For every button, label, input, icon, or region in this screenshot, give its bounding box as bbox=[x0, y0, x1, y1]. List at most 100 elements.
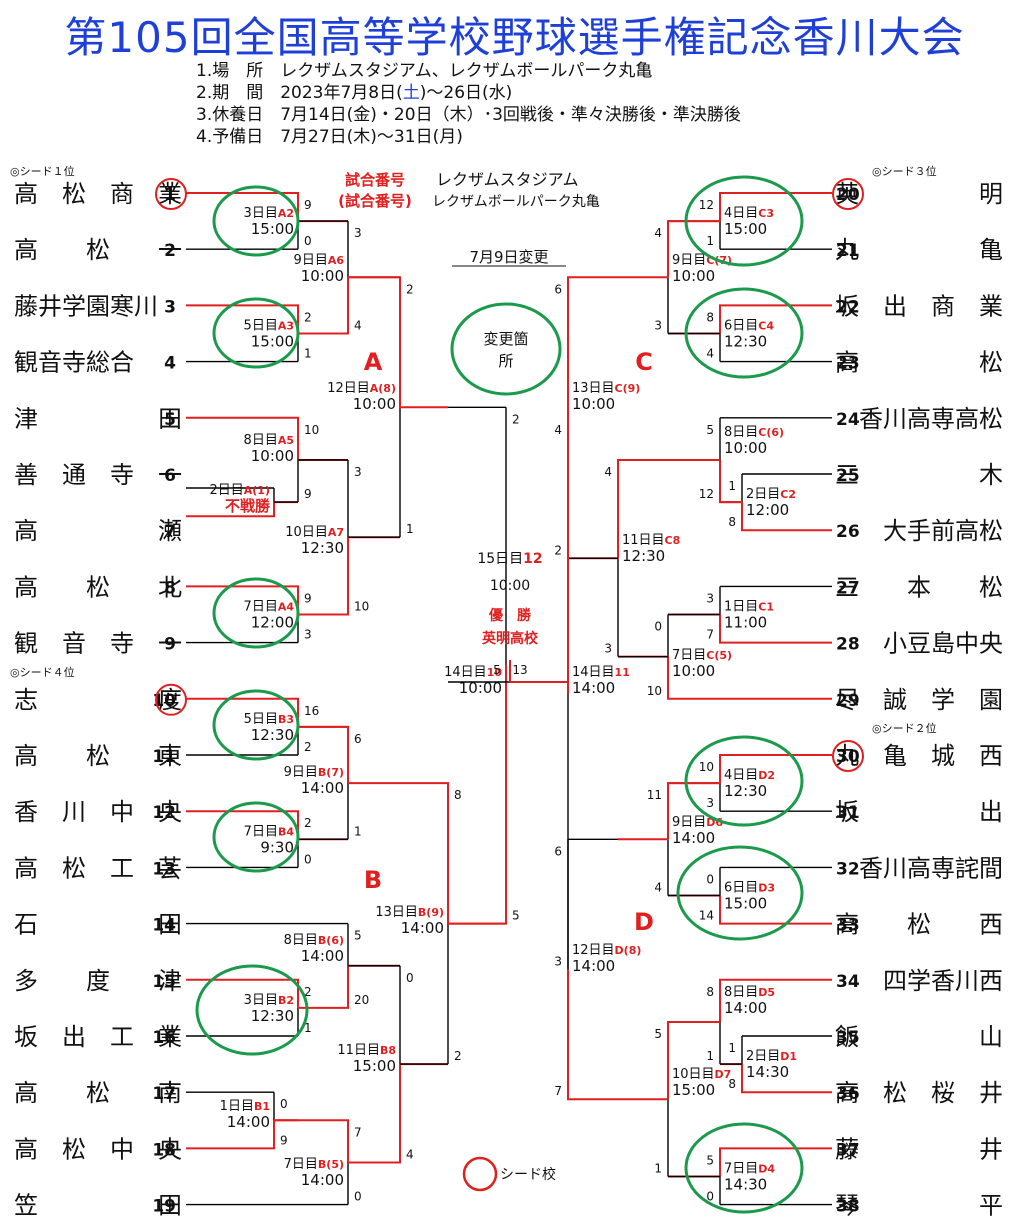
game-score: 0 bbox=[706, 872, 714, 886]
team-name: 高 松 南 bbox=[14, 1079, 182, 1107]
game-day: 6日目C4 bbox=[724, 319, 774, 334]
team-name: 石 田 bbox=[14, 911, 182, 939]
game-time: 12:30 bbox=[301, 539, 344, 557]
team-number: 25 bbox=[836, 466, 860, 486]
team-name: 香川高専詫間 bbox=[859, 854, 1003, 882]
game-day: 2日目C2 bbox=[746, 487, 796, 502]
game-score: 0 bbox=[280, 1097, 288, 1111]
game-score: 8 bbox=[728, 1077, 736, 1091]
team-number: 35 bbox=[836, 1028, 860, 1048]
game-score: 2 bbox=[304, 816, 312, 830]
bracket-line bbox=[274, 1119, 349, 1163]
game-score: 2 bbox=[304, 740, 312, 754]
game-score: 4 bbox=[654, 881, 662, 895]
seed-label: ◎シード１位 bbox=[10, 164, 75, 178]
info-rest-days: 3.休養日 7月14日(金)・20日（木）･3回戦後・準々決勝後・準決勝後 bbox=[196, 105, 741, 125]
game-score: 2 bbox=[554, 543, 562, 557]
team-number: 12 bbox=[152, 803, 176, 823]
team-number: 38 bbox=[836, 1197, 860, 1217]
bracket-line bbox=[741, 1064, 832, 1094]
game-time: 12:30 bbox=[724, 782, 767, 800]
seed-legend-circle bbox=[462, 1156, 498, 1192]
game-score: 1 bbox=[728, 1041, 736, 1055]
bracket-line bbox=[741, 502, 832, 532]
team-name: 高 松 工 芸 bbox=[14, 854, 182, 882]
result-highlight-circle bbox=[212, 801, 300, 873]
team-number: 6 bbox=[164, 466, 176, 486]
game-time: 10:00 bbox=[459, 679, 502, 697]
team-name: 坂 出 工 業 bbox=[14, 1023, 182, 1051]
team-number: 17 bbox=[152, 1084, 176, 1104]
game-score: 4 bbox=[406, 1147, 414, 1161]
game-score: 9 bbox=[280, 1133, 288, 1147]
bracket-line bbox=[298, 965, 349, 1009]
game-day: 14日目10 bbox=[444, 665, 502, 680]
game-score: 8 bbox=[728, 515, 736, 529]
result-highlight-circle bbox=[212, 577, 300, 649]
bracket-line bbox=[400, 782, 449, 924]
team-number: 19 bbox=[152, 1197, 176, 1217]
team-number: 30 bbox=[836, 747, 860, 767]
result-highlight-circle bbox=[684, 175, 804, 267]
bracket-line bbox=[719, 192, 832, 222]
team-number: 2 bbox=[164, 241, 176, 261]
bracket-line bbox=[298, 277, 349, 335]
team-number: 28 bbox=[836, 635, 860, 655]
game-time: 14:00 bbox=[724, 999, 767, 1017]
bracket-line bbox=[617, 458, 668, 559]
game-score: 0 bbox=[304, 234, 312, 248]
game-time: 不戦勝 bbox=[225, 497, 271, 515]
game-score: 11 bbox=[647, 788, 662, 802]
game-day: 4日目D2 bbox=[724, 768, 775, 783]
game-score: 1 bbox=[406, 522, 414, 536]
tournament-info: 1.場 所 レクザムスタジアム、レクザムボールパーク丸亀 2.期 間 2023年… bbox=[196, 60, 741, 148]
bracket-line bbox=[348, 276, 401, 408]
result-highlight-circle bbox=[450, 302, 562, 396]
team-name: 高 松 西 bbox=[835, 911, 1003, 939]
team-number: 16 bbox=[152, 1028, 176, 1048]
game-score: 1 bbox=[654, 1162, 662, 1176]
game-time: 10:00 bbox=[572, 395, 615, 413]
game-score: 6 bbox=[354, 732, 362, 746]
game-day: 4日目C3 bbox=[724, 206, 774, 221]
result-highlight-circle bbox=[684, 287, 804, 379]
team-name: 香川高専高松 bbox=[859, 405, 1003, 433]
game-day: 10日目A7 bbox=[285, 525, 344, 540]
game-score: 3 bbox=[706, 591, 714, 605]
legend-venue-stadium: レクザムスタジアム bbox=[436, 170, 579, 189]
game-score: 12 bbox=[699, 487, 714, 501]
team-number: 23 bbox=[836, 354, 860, 374]
info-reserve-days: 4.予備日 7月27日(木)～31日(月) bbox=[196, 127, 463, 147]
bracket-line bbox=[719, 459, 742, 504]
result-highlight-circle bbox=[676, 845, 804, 941]
game-time: 15:00 bbox=[251, 220, 294, 238]
game-score: 1 bbox=[728, 479, 736, 493]
game-score: 14 bbox=[699, 909, 714, 923]
game-score: 3 bbox=[604, 642, 612, 656]
team-name: 高 松 商 業 bbox=[14, 180, 182, 208]
game-score: 5 bbox=[512, 909, 520, 923]
team-number: 34 bbox=[836, 972, 860, 992]
champion-name: 英明高校 bbox=[481, 630, 539, 647]
bracket-line bbox=[667, 220, 720, 278]
team-name: 坂 出 商 業 bbox=[835, 292, 1003, 320]
game-day: 13日目C(9) bbox=[572, 381, 640, 396]
team-name: 志 度 bbox=[14, 686, 182, 714]
game-score: 3 bbox=[654, 319, 662, 333]
team-name: 坂 出 bbox=[835, 798, 1003, 826]
block-label-a: A bbox=[364, 348, 383, 376]
game-day: 12日目A(8) bbox=[327, 381, 396, 396]
game-score: 0 bbox=[406, 971, 414, 985]
team-name: 高 松 桜 井 bbox=[835, 1079, 1003, 1107]
game-time: 15:00 bbox=[724, 895, 767, 913]
change-mark-label: 所 bbox=[498, 352, 513, 370]
team-number: 24 bbox=[836, 410, 860, 430]
game-score: 3 bbox=[304, 628, 312, 642]
game-score: 2 bbox=[512, 412, 520, 426]
game-score: 1 bbox=[706, 234, 714, 248]
game-time: 12:00 bbox=[251, 614, 294, 632]
game-time: 10:00 bbox=[353, 395, 396, 413]
game-day: 3日目A2 bbox=[244, 206, 294, 221]
game-day: 1日目C1 bbox=[724, 600, 774, 615]
